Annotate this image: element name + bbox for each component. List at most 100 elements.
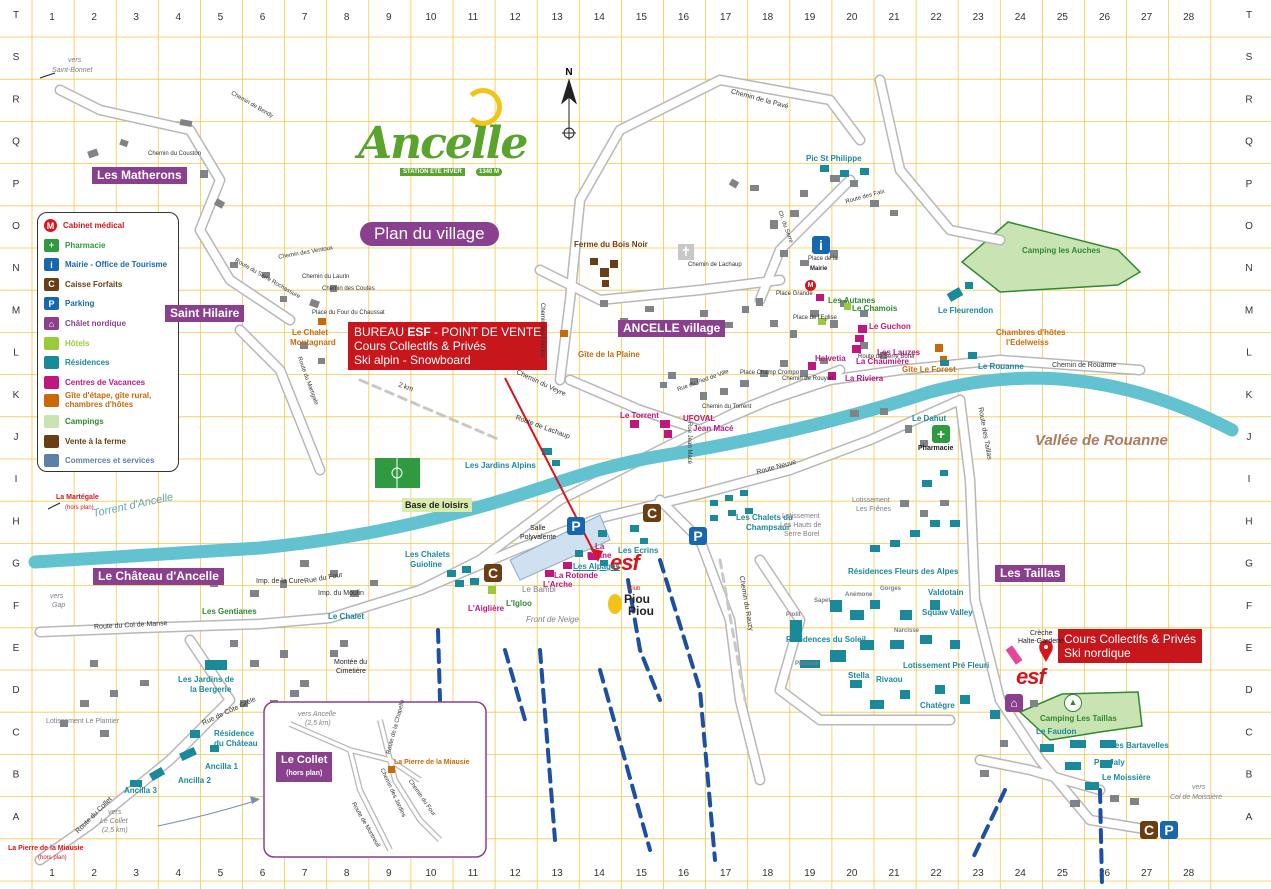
building: [790, 330, 797, 338]
map-label-chemin-paves: Chemin des Pâlicles: [539, 303, 545, 358]
residence-building: [850, 680, 862, 688]
centre-building: [630, 420, 639, 428]
building: [770, 320, 778, 327]
grid-row-label: N: [12, 263, 19, 274]
building: [850, 410, 859, 417]
map-label-collet-pierre: La Pierre de la Miausie: [394, 759, 470, 766]
grid-col-label: 3: [133, 868, 139, 879]
building: [700, 310, 708, 317]
caisse-forfaits-icon: C: [643, 504, 661, 522]
grid-col-label: 17: [720, 868, 732, 879]
piou-club: Club: [628, 586, 641, 592]
grid-col-label: 8: [344, 868, 350, 879]
grid-col-label: 21: [888, 868, 900, 879]
grid-col-label: 28: [1183, 868, 1195, 879]
map-label-le-chamois: Le Chamois: [852, 304, 898, 313]
legend-swatch-icon: [44, 393, 59, 407]
map-label-lotissement-freneo-1: Lotissement: [852, 497, 890, 504]
building: [300, 342, 308, 349]
map-label-residence-chateau-2: du Château: [214, 739, 258, 748]
centre-building: [664, 430, 672, 438]
parking-icon: P: [1160, 821, 1178, 839]
residence-building: [930, 520, 940, 527]
gite-building: [318, 318, 326, 325]
legend-label: Parking: [65, 299, 95, 309]
building: [90, 660, 98, 667]
camping-auches-area: [960, 221, 1142, 293]
legend-item: +Pharmacie: [44, 238, 106, 252]
building: [920, 510, 928, 517]
grid-row-label: B: [13, 770, 20, 781]
map-label-lotissement-plantier: Lotissement Le Plantier: [46, 718, 120, 725]
medical-icon: M: [805, 280, 816, 291]
residence-building: [1100, 760, 1112, 768]
map-label-lotissement-serre-2: Les Hauts de: [780, 522, 822, 529]
grid-row-label: J: [14, 432, 19, 443]
logo-altitude: 1340 M: [476, 168, 503, 176]
map-label-la-riviera: La Riviera: [845, 374, 884, 383]
map-label-pra-jaly: Pra Jaly: [1094, 758, 1125, 767]
legend-label: Pharmacie: [65, 240, 106, 250]
grid-col-label: 23: [973, 868, 985, 879]
legend-item: ⌂Châlet nordique: [44, 317, 126, 330]
map-label-le-faudon: Le Faudon: [1036, 727, 1077, 736]
map-label-gorges: Gorges: [880, 586, 902, 592]
legend-swatch-icon: [44, 336, 59, 350]
residence-building: [800, 660, 820, 668]
grid-row-label: R: [12, 94, 19, 105]
grid-row-label: S: [1246, 52, 1253, 63]
centre-building: [808, 362, 816, 370]
residence-building: [598, 530, 607, 537]
building: [250, 660, 259, 667]
building: [870, 200, 879, 207]
map-label-rivaou: Rivaou: [876, 675, 903, 684]
gite-building: [560, 330, 568, 337]
map-label-le-moissiere: Le Moissière: [1102, 773, 1151, 782]
building: [309, 298, 320, 309]
map-label-chemin-lachaup: Chemin de Lachaup: [688, 262, 742, 268]
esf-box2-line2: Ski nordique: [1064, 646, 1131, 660]
esf-box-line3: Ski alpin - Snowboard: [354, 353, 471, 367]
residence-building: [1070, 740, 1086, 748]
grid-col-label: 15: [636, 868, 648, 879]
grid-col-label: 9: [386, 868, 392, 879]
farm-building: [600, 268, 609, 277]
building: [280, 650, 288, 658]
map-label-camping-taillas: Camping Les Taillas: [1040, 714, 1117, 723]
map-label-le-fleurendon: Le Fleurendon: [938, 306, 994, 315]
building: [740, 380, 749, 387]
building: [880, 408, 888, 415]
building: [790, 210, 799, 217]
residence-building: [820, 165, 829, 172]
legend-label: Cabinet médical: [63, 221, 125, 230]
building: [600, 300, 608, 307]
area-saint-hilaire: Saint Hilaire: [165, 305, 245, 322]
map-label-pic-st-philippe: Pic St Philippe: [806, 154, 862, 163]
piou-icon: [608, 594, 622, 614]
grid-col-label: 13: [552, 12, 564, 23]
map-label-place-champ: Place Champ Crompo: [740, 370, 800, 376]
residence-building: [542, 448, 552, 455]
map-label-la-martegale-2: (hors plan): [65, 505, 94, 511]
residence-building: [710, 500, 718, 506]
residence-building: [600, 560, 608, 566]
map-label-ufoval-1: UFOVAL: [683, 414, 716, 423]
map-label-chalets-champsaur-1: Les Chalets du: [736, 513, 793, 522]
building: [213, 198, 226, 209]
map-label-lotissement-pre-fleuri: Lotissement Pré Fleuri: [903, 661, 990, 670]
building: [300, 560, 309, 567]
logo-station: STATION ÉTÉ HIVER: [400, 168, 465, 176]
grid-col-label: 4: [176, 12, 182, 23]
grid-row-label: P: [13, 179, 20, 190]
legend-item: Résidences: [44, 356, 109, 370]
building: [770, 220, 778, 229]
buildings: [60, 119, 1139, 807]
grid-col-label: 11: [468, 12, 479, 23]
residence-building: [130, 780, 142, 787]
residence-building: [890, 540, 900, 547]
map-label-vers-collet-1: vers: [108, 809, 122, 816]
building: [830, 175, 840, 182]
esf-logo-1: esf: [610, 550, 640, 575]
